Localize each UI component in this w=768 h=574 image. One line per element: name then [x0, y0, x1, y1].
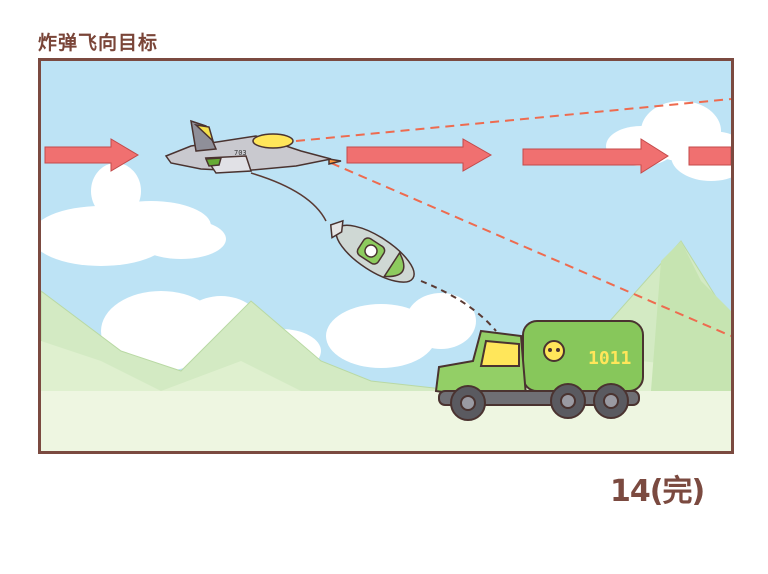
arrow-1	[44, 138, 139, 172]
skull-icon	[543, 340, 565, 362]
page-number: 14(完)	[610, 474, 705, 509]
comic-caption: 炸弹飞向目标	[38, 32, 159, 54]
cloud-left	[41, 163, 226, 266]
comic-panel: 703 1011	[38, 58, 734, 454]
arrow-4	[688, 146, 731, 166]
direction-arrows	[44, 138, 731, 174]
aim-lines	[295, 98, 731, 337]
military-truck: 1011	[434, 320, 644, 421]
truck-wheels	[450, 383, 629, 421]
bomb-trail	[250, 172, 327, 222]
truck-number: 1011	[588, 348, 631, 369]
comic-scene: 703 1011	[41, 61, 731, 451]
bomb-path	[420, 280, 497, 332]
plane-number: 703	[234, 149, 247, 157]
bomb	[329, 219, 415, 283]
arrow-2	[346, 138, 493, 172]
arrow-3	[522, 138, 669, 174]
fighter-jet: 703	[164, 119, 342, 174]
